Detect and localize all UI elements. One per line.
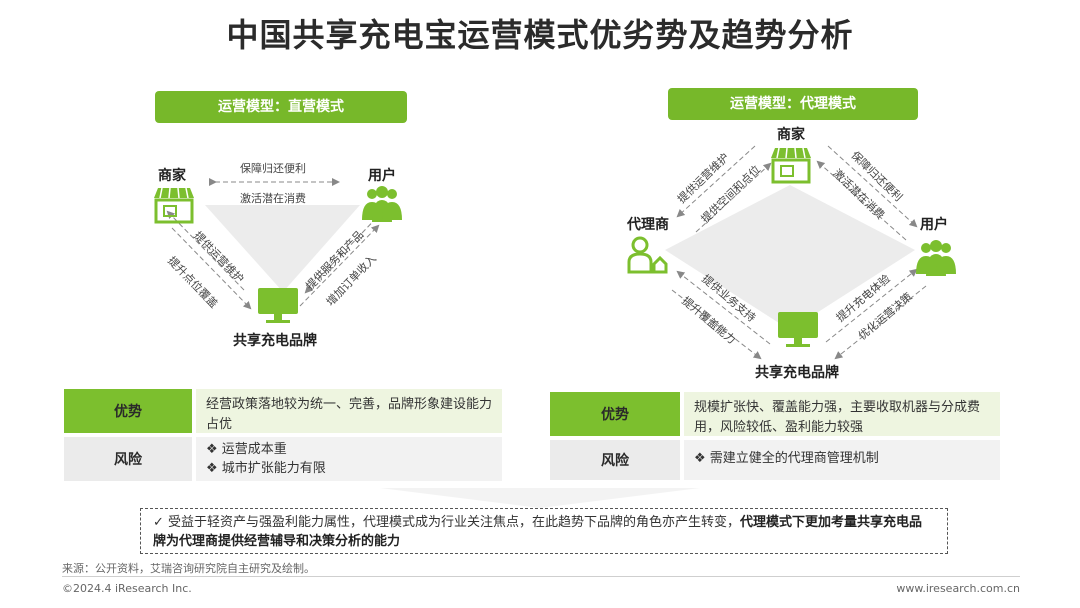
left-right-arrow-2 (304, 211, 383, 294)
page-title: 中国共享充电宝运营模式优劣势及趋势分析 (226, 16, 854, 54)
right-node-merchant: 商家 (777, 127, 805, 143)
left-risk-item: ❖ 城市扩张能力有限 (206, 461, 326, 476)
right-br-arrow-2 (834, 285, 927, 360)
right-tl-arrow-2 (695, 162, 772, 233)
right-diamond-bg (665, 185, 915, 330)
right-advantage-text: 规模扩张快、覆盖能力强，主要收取机器与分成费用，风险较低、盈利能力较强 (684, 392, 1000, 436)
left-left-arrow-1 (171, 227, 252, 310)
right-risk-list: ❖ 需建立健全的代理商管理机制 (684, 440, 1000, 480)
conclusion-chevron (380, 488, 700, 508)
conclusion-text: ✓ 受益于轻资产与强盈利能力属性，代理模式成为行业关注焦点，在此趋势下品牌的角色… (153, 515, 741, 530)
shop-icon-right (771, 147, 811, 184)
right-tl-arrow-1 (676, 145, 756, 218)
shop-icon (154, 187, 194, 224)
left-advantage-head: 优势 (64, 389, 192, 433)
left-risk-item: ❖ 运营成本重 (206, 442, 287, 457)
right-node-brand: 共享充电品牌 (755, 365, 839, 381)
monitor-icon-right (778, 312, 818, 347)
right-bl-arrow-1 (676, 270, 771, 345)
left-left-arrow-2 (166, 210, 245, 291)
right-br-arrow-1 (825, 268, 918, 343)
left-risk-head: 风险 (64, 437, 192, 481)
right-node-agent: 代理商 (627, 217, 669, 233)
copyright: ©2024.4 iResearch Inc. (62, 582, 192, 595)
right-risk-head: 风险 (550, 440, 680, 480)
monitor-icon (258, 288, 298, 323)
footer-divider (62, 576, 1020, 577)
source-note: 来源：公开资料，艾瑞咨询研究院自主研究及绘制。 (62, 562, 315, 575)
right-node-user: 用户 (920, 217, 948, 233)
right-bl-arrow-2 (671, 289, 762, 360)
right-risk-item: ❖ 需建立健全的代理商管理机制 (694, 451, 879, 466)
left-node-brand: 共享充电品牌 (233, 333, 317, 349)
conclusion-emphasis: 代理模式下更加考量共享充电品牌为代理商提供经营辅导和决策分析的能力 (153, 515, 923, 549)
left-advantage-text: 经营政策落地较为统一、完善，品牌形象建设能力占优 (196, 389, 502, 433)
conclusion-box: ✓ 受益于轻资产与强盈利能力属性，代理模式成为行业关注焦点，在此趋势下品牌的角色… (140, 508, 948, 554)
left-risk-list: ❖ 运营成本重 ❖ 城市扩张能力有限 (196, 437, 502, 481)
users-icon-right (916, 240, 956, 276)
left-model-label: 运营模型：直营模式 (155, 91, 407, 123)
website-link[interactable]: www.iresearch.com.cn (896, 582, 1020, 595)
left-triangle-bg (205, 205, 360, 292)
users-icon (362, 186, 402, 222)
agent-icon (627, 236, 668, 274)
right-tr-arrow-2 (816, 160, 907, 241)
left-edge-top-1: 保障归还便利 (240, 162, 306, 175)
left-node-user: 用户 (368, 168, 396, 184)
left-edge-top-2: 激活潜在消费 (240, 192, 306, 205)
right-advantage-head: 优势 (550, 392, 680, 436)
right-tr-arrow-1 (827, 145, 918, 228)
left-node-merchant: 商家 (158, 168, 186, 184)
right-model-label: 运营模型：代理模式 (668, 88, 918, 120)
